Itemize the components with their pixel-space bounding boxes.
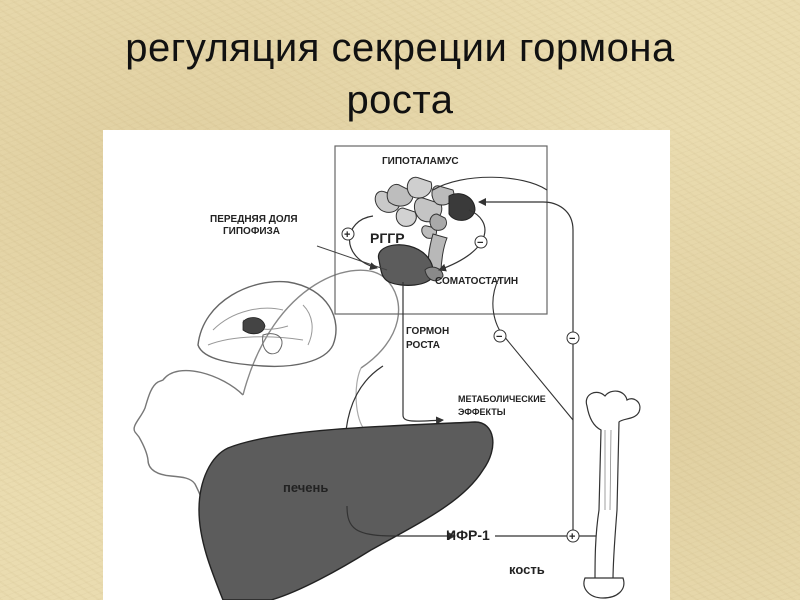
head-silhouette bbox=[133, 269, 400, 509]
growth-hormone-label-line-2: РОСТА bbox=[406, 340, 440, 351]
gh-regulation-diagram: ГИПОТАЛАМУС ПЕРЕДНЯЯ ДОЛЯ ГИПОФИЗА РГГР … bbox=[133, 145, 641, 600]
liver-label: печень bbox=[283, 480, 328, 495]
igf1-negative-feedback-arrow bbox=[478, 198, 574, 535]
anterior-pituitary-label-line-1: ПЕРЕДНЯЯ ДОЛЯ bbox=[210, 214, 298, 225]
slide-title-line-2: роста bbox=[346, 78, 454, 122]
minus-sign-somatostatin-text: − bbox=[477, 237, 483, 249]
somatostatin-label: СОМАТОСТАТИН bbox=[435, 276, 518, 287]
bone-femur bbox=[583, 390, 641, 599]
minus-sign-gh-feedback bbox=[493, 329, 507, 343]
plus-sign-ghrh-text: + bbox=[344, 229, 350, 241]
gh-to-metabolic-arrow bbox=[402, 282, 444, 425]
bone-label: кость bbox=[509, 562, 545, 577]
slide-title: регуляция секреции гормона роста bbox=[0, 22, 800, 126]
metabolic-effects-label-line-1: МЕТАБОЛИЧЕСКИЕ bbox=[458, 394, 546, 404]
ghrh-label: РГГР bbox=[370, 230, 405, 246]
plus-sign-igf1-text: + bbox=[569, 531, 575, 543]
minus-sign-igf1-feedback-text: − bbox=[569, 333, 575, 345]
slide-title-line-1: регуляция секреции гормона bbox=[125, 26, 675, 70]
anterior-pituitary-label-line-2: ГИПОФИЗА bbox=[223, 226, 280, 237]
liver-to-igf1-arrow bbox=[346, 505, 456, 540]
minus-sign-somatostatin bbox=[474, 235, 488, 249]
growth-hormone-label-line-1: ГОРМОН bbox=[406, 326, 449, 337]
igf1-label: ИФР-1 bbox=[446, 527, 490, 543]
liver-organ bbox=[198, 421, 494, 600]
hypothalamus-box bbox=[334, 145, 548, 315]
diagram-panel: ГИПОТАЛАМУС ПЕРЕДНЯЯ ДОЛЯ ГИПОФИЗА РГГР … bbox=[103, 130, 670, 600]
plus-sign-ghrh bbox=[341, 227, 355, 241]
minus-sign-gh-feedback-text: − bbox=[496, 331, 502, 343]
minus-sign-igf1-feedback bbox=[566, 331, 580, 345]
metabolic-effects-label-line-2: ЭФФЕКТЫ bbox=[458, 407, 506, 417]
plus-sign-igf1 bbox=[566, 529, 580, 543]
top-feedback-arc bbox=[432, 176, 548, 191]
hypothalamus-label: ГИПОТАЛАМУС bbox=[382, 156, 459, 167]
pituitary-gland bbox=[377, 233, 448, 286]
